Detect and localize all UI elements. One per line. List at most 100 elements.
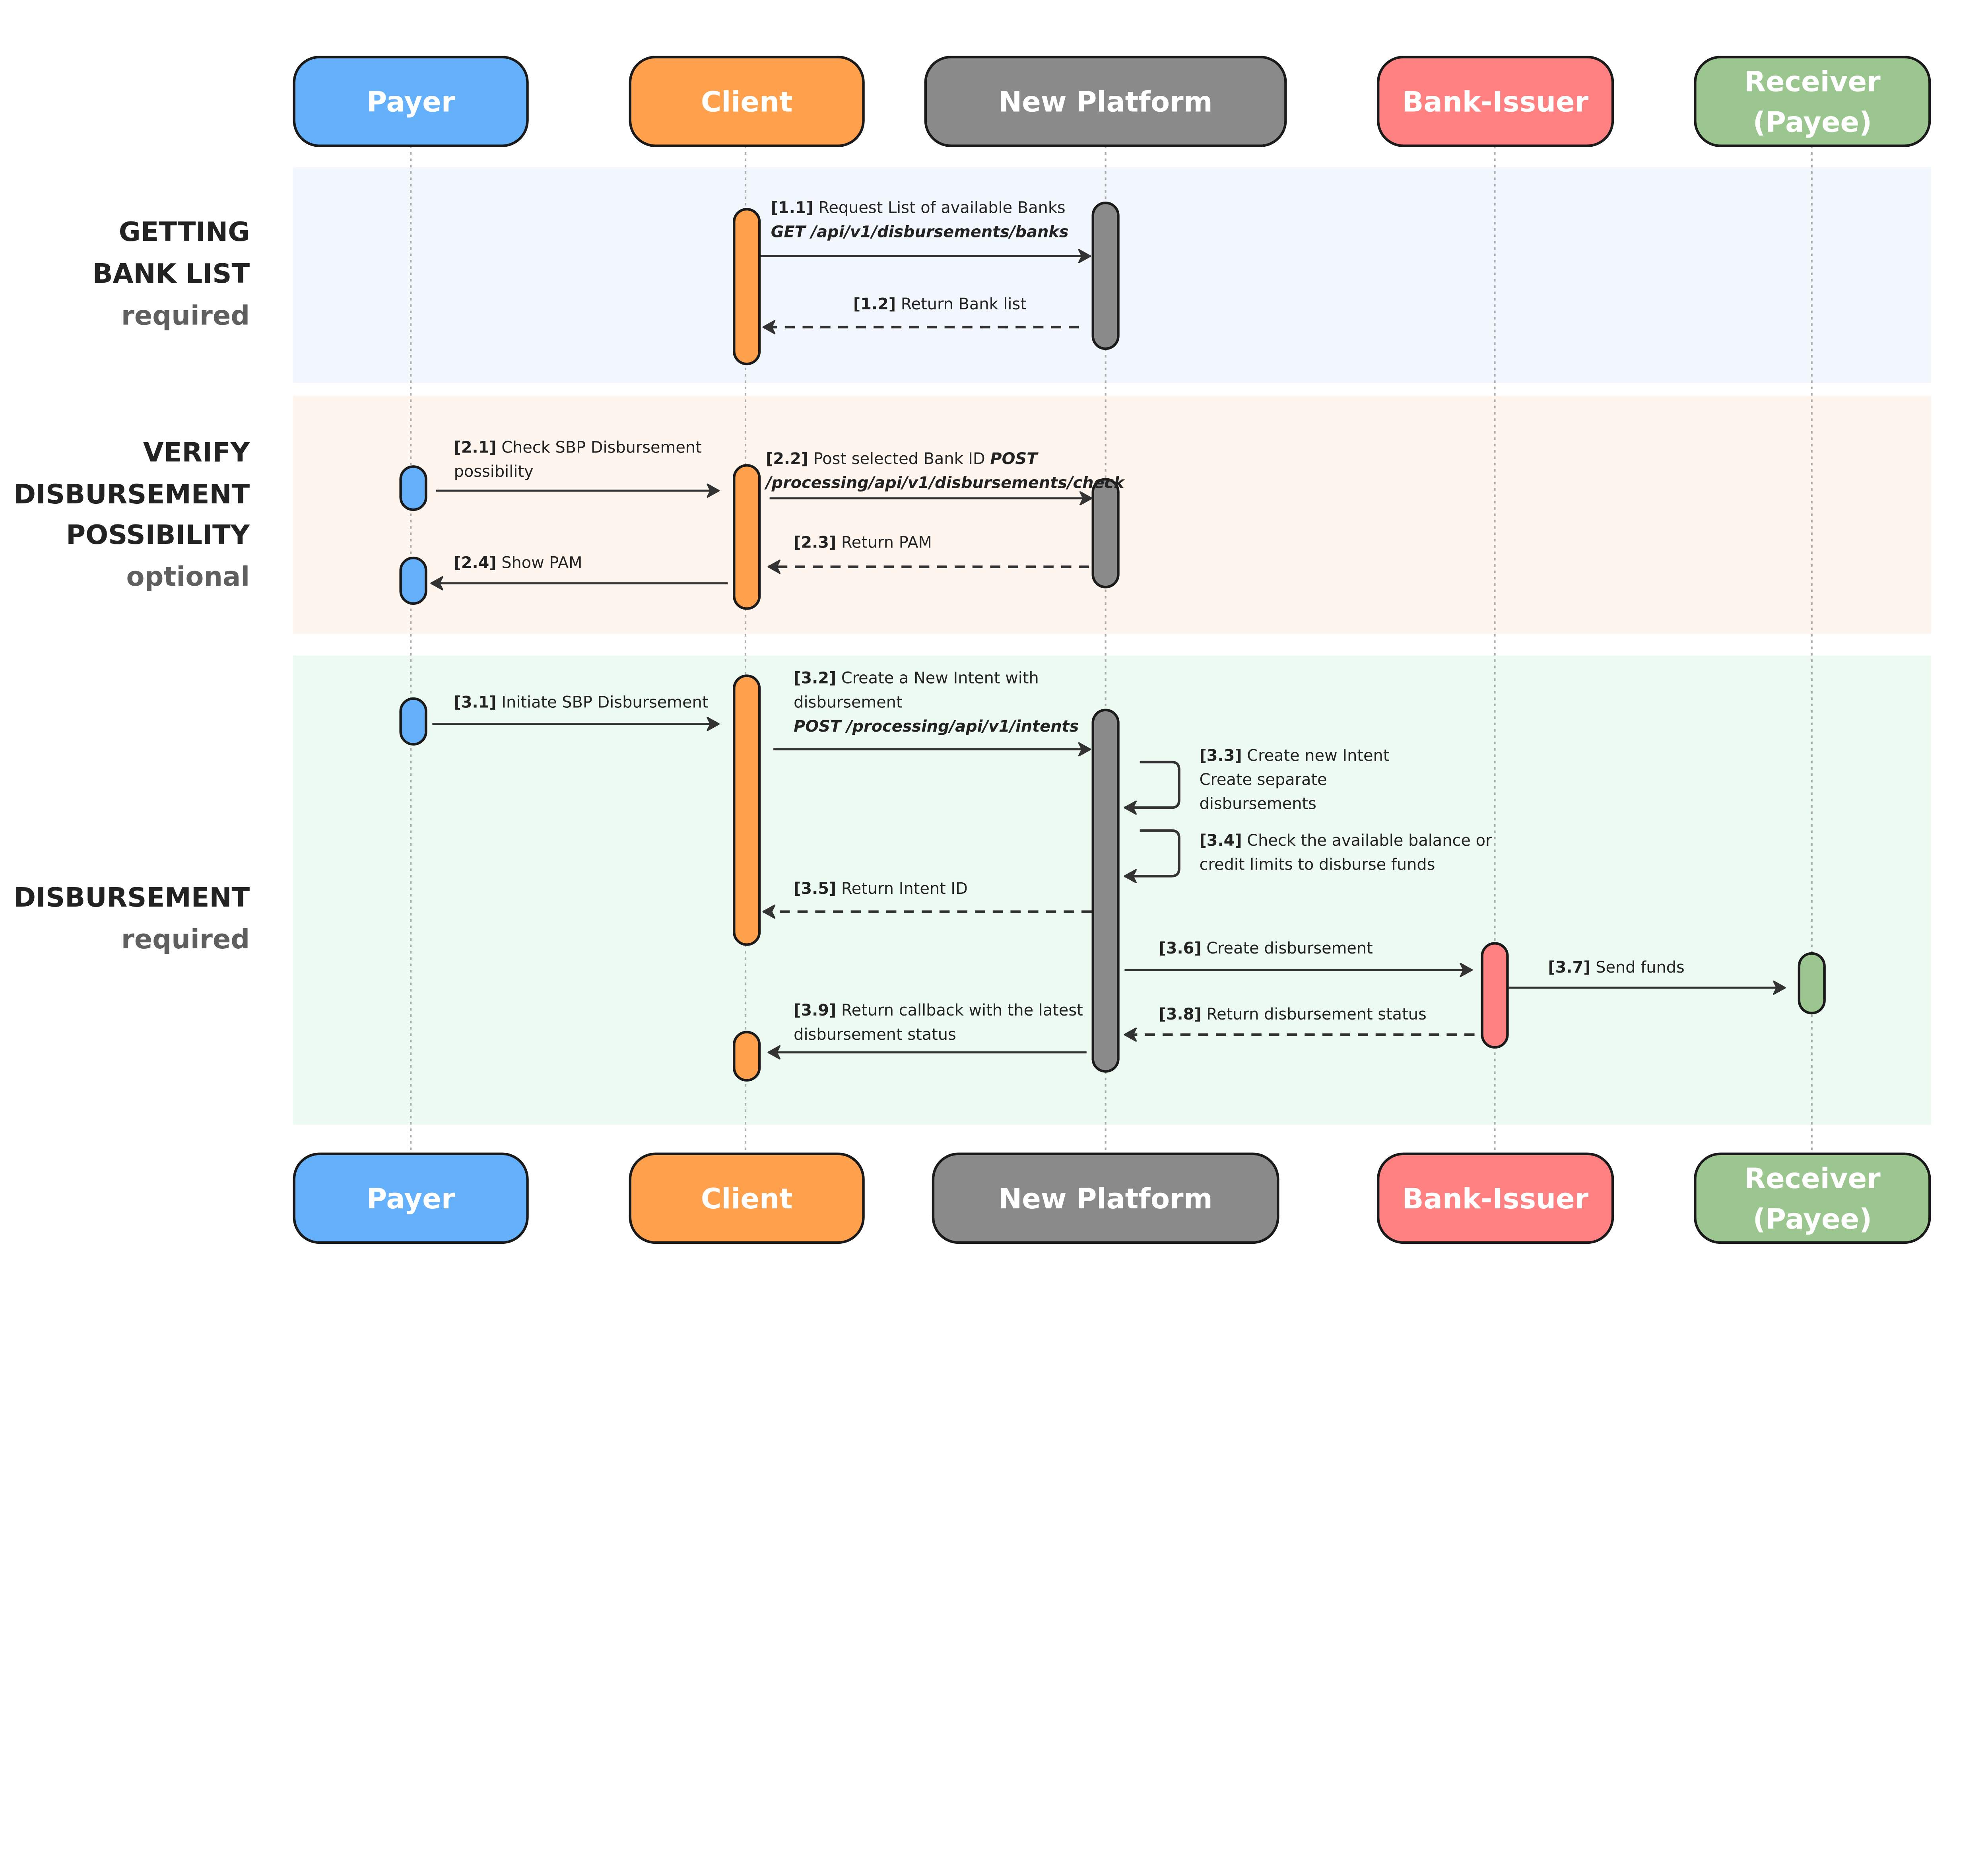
activation-bar-client [733, 464, 761, 610]
participant-payer-top[interactable]: Payer [293, 56, 529, 147]
message-label: [3.6] [1159, 939, 1202, 957]
participant-payer-bottom[interactable]: Payer [293, 1152, 529, 1244]
section-qualifier: required [121, 924, 250, 955]
activation-bar-payer [399, 556, 427, 605]
activation-bars [399, 202, 1826, 1082]
participant-label: (Payee) [1753, 106, 1872, 139]
participant-label: (Payee) [1753, 1203, 1872, 1235]
activation-bar-new-platform [1091, 202, 1120, 350]
message-text: POST /processing/api/v1/intents [794, 717, 1079, 736]
message-text-segment: Return disbursement status [1202, 1005, 1427, 1023]
message-text: [3.3] Create new Intent [1200, 746, 1390, 765]
message-label: [1.1] [771, 199, 813, 217]
participant-bank-issuer-bottom[interactable]: Bank-Issuer [1377, 1152, 1614, 1244]
message-3-8: [3.8] Return disbursement status [1124, 1005, 1475, 1042]
message-text-segment: Return Bank list [896, 295, 1027, 313]
message-text: [1.1] Request List of available Banks [771, 199, 1066, 217]
message-text: credit limits to disburse funds [1200, 855, 1435, 874]
message-label: [3.3] [1200, 746, 1242, 765]
participant-box [293, 56, 529, 147]
message-text-segment: Post selected Bank ID [808, 450, 990, 468]
participant-label: Receiver [1744, 66, 1881, 98]
message-text-segment: Return Intent ID [836, 880, 968, 898]
activation-bar-payer [399, 465, 427, 511]
message-3-6: [3.6] Create disbursement [1124, 939, 1473, 977]
message-text-segment: /processing/api/v1/disbursements/check [764, 474, 1125, 492]
message-3-1: [3.1] Initiate SBP Disbursement [432, 693, 720, 731]
message-text-segment: Check SBP Disbursement [497, 438, 702, 456]
message-text-segment: POST /processing/api/v1/intents [794, 717, 1079, 736]
participant-client-bottom[interactable]: Client [629, 1152, 865, 1244]
message-text: [3.7] Send funds [1548, 958, 1684, 977]
messages: [1.1] Request List of available BanksGET… [430, 199, 1786, 1060]
participant-box [1694, 1152, 1931, 1244]
participant-label: Client [701, 86, 793, 118]
participant-new-platform-bottom[interactable]: New Platform [932, 1152, 1279, 1244]
message-text-segment: Create disbursement [1202, 939, 1373, 957]
message-text: [3.4] Check the available balance or [1200, 831, 1492, 850]
message-text: [1.2] Return Bank list [853, 295, 1027, 313]
activation-bar-payer [399, 697, 427, 746]
message-3-7: [3.7] Send funds [1508, 958, 1786, 995]
message-label: [3.1] [454, 693, 497, 711]
message-text: [2.3] Return PAM [794, 534, 932, 552]
message-text: [2.2] Post selected Bank ID POST [766, 450, 1039, 468]
message-text: [3.5] Return Intent ID [794, 880, 968, 898]
message-text-segment: Show PAM [497, 554, 582, 572]
message-text-segment: Create separate [1200, 771, 1327, 789]
message-label: [3.7] [1548, 958, 1590, 977]
message-3-4: [3.4] Check the available balance or cred… [1124, 829, 1492, 884]
activation-bar-new-platform [1091, 478, 1120, 588]
participant-box [932, 1152, 1279, 1244]
activation-bar-new-platform [1091, 709, 1120, 1073]
message-text-segment: Return callback with the latest [836, 1001, 1083, 1020]
message-text: [3.6] Create disbursement [1159, 939, 1373, 957]
participant-label: Bank-Issuer [1402, 86, 1589, 118]
participant-box [1694, 56, 1931, 147]
participant-label: Receiver [1744, 1162, 1881, 1195]
message-text-segment: credit limits to disburse funds [1200, 855, 1435, 874]
section-title: DISBURSEMENT [14, 882, 250, 913]
participant-client-top[interactable]: Client [629, 56, 865, 147]
message-text: [2.4] Show PAM [454, 554, 582, 572]
message-text: [2.1] Check SBP Disbursement [454, 438, 702, 456]
activation-bar-client [733, 208, 761, 365]
message-text: Create separate [1200, 771, 1327, 789]
message-3-9: [3.9] Return callback with the latestdis… [767, 1001, 1087, 1060]
message-label: [2.1] [454, 438, 497, 456]
participant-new-platform-top[interactable]: New Platform [924, 56, 1287, 147]
activation-bar-client [733, 674, 761, 946]
participant-bank-issuer-top[interactable]: Bank-Issuer [1377, 56, 1614, 147]
message-label: [1.2] [853, 295, 896, 313]
participant-receiver-top[interactable]: Receiver (Payee) [1694, 56, 1931, 147]
message-label: [3.8] [1159, 1005, 1202, 1023]
activation-bar-receiver [1798, 952, 1826, 1015]
message-text-segment: GET /api/v1/disbursements/banks [771, 223, 1069, 241]
participant-box [293, 1152, 529, 1244]
section-title: BANK LIST [93, 258, 250, 289]
message-text: disbursement [794, 693, 903, 711]
message-text-segment: Create a New Intent with [836, 669, 1039, 687]
message-label: [2.4] [454, 554, 497, 572]
participant-box [1377, 1152, 1614, 1244]
participant-label: Payer [367, 86, 455, 118]
section-qualifier: required [121, 300, 250, 331]
message-3-5: [3.5] Return Intent ID [762, 880, 1092, 919]
participant-label: Payer [367, 1183, 455, 1215]
self-call-arrow [1124, 829, 1180, 884]
section-qualifier: optional [126, 561, 250, 592]
section-title: DISBURSEMENT [14, 479, 250, 510]
participant-label: New Platform [999, 1183, 1213, 1215]
message-2-4: [2.4] Show PAM [430, 554, 728, 590]
section-title: GETTING [119, 216, 250, 247]
message-text-segment: disbursements [1200, 794, 1316, 813]
self-call-arrow [1124, 761, 1180, 815]
message-label: [3.4] [1200, 831, 1242, 850]
participant-receiver-bottom[interactable]: Receiver (Payee) [1694, 1152, 1931, 1244]
message-text-segment: Create new Intent [1242, 746, 1390, 765]
message-1-2: [1.2] Return Bank list [762, 295, 1079, 334]
